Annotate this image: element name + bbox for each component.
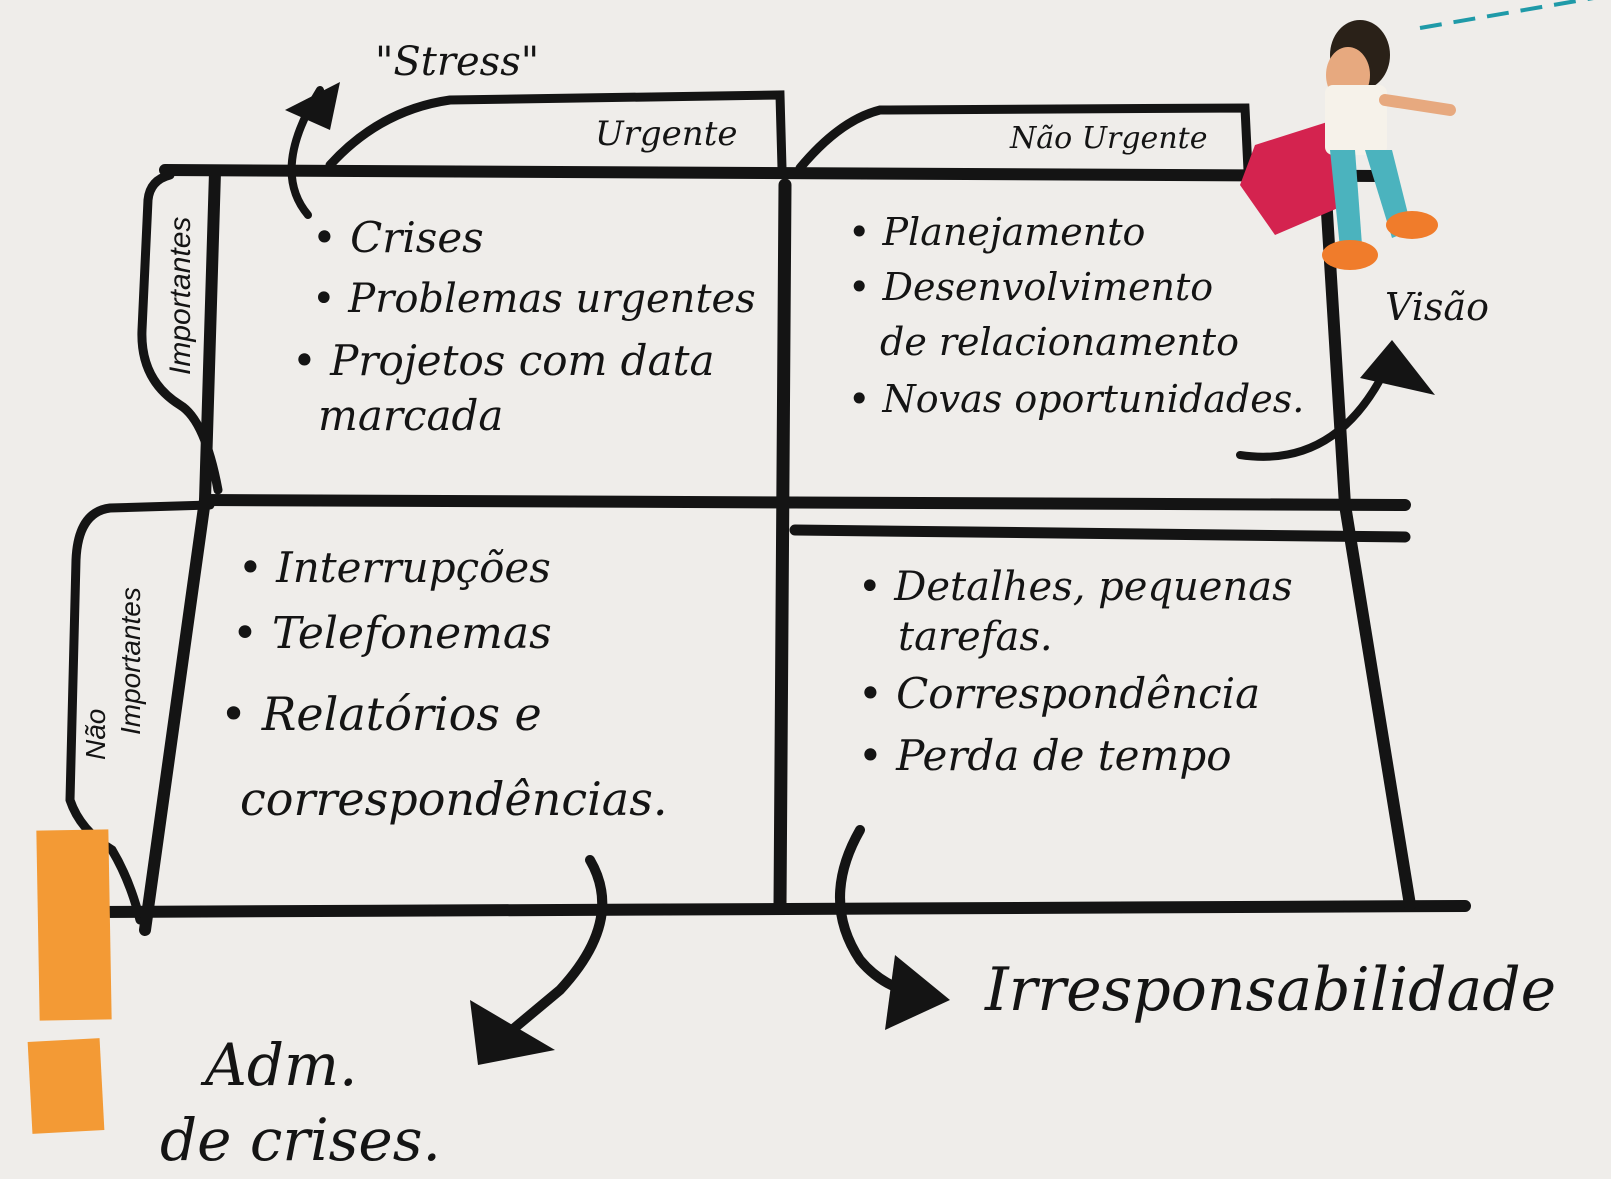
urgent-tab-outline [325, 90, 787, 173]
irresponsabilidade-label: Irresponsabilidade [984, 955, 1556, 1025]
q2-line-2: • Desenvolvimento [848, 265, 1213, 309]
not-urgent-label: Não Urgente [1009, 121, 1207, 156]
adm-label-line-2: de crises. [160, 1106, 441, 1174]
q1-line-2: • Problemas urgentes [312, 276, 756, 322]
stress-arrowhead-icon [285, 82, 340, 130]
sticky-note-top [36, 829, 112, 1021]
urgent-label: Urgente [595, 114, 737, 154]
grid-top-line [159, 164, 1386, 182]
quadrant-urgent-not-important: • Interrupções • Telefonemas • Relatório… [220, 543, 667, 826]
q3-line-4: correspondências. [240, 772, 667, 826]
q4-line-2: tarefas. [898, 614, 1053, 660]
grid-center-line [773, 178, 792, 912]
grid-middle-line [199, 494, 1411, 511]
q1-line-3: • Projetos com data [292, 336, 715, 385]
important-row-label: Importantes [164, 217, 197, 375]
quadrant-not-urgent-important: • Planejamento • Desenvolvimento de rela… [848, 210, 1304, 421]
q2-line-3: de relacionamento [880, 320, 1239, 364]
q3-line-3: • Relatórios e [220, 687, 542, 741]
adm-arrow [495, 855, 608, 1045]
grid-right-line [1319, 174, 1416, 911]
vision-arrow [1236, 356, 1394, 461]
visao-label: Visão [1385, 285, 1489, 329]
adm-arrowhead-icon [470, 1000, 555, 1065]
q2-line-4: • Novas oportunidades. [848, 377, 1304, 421]
q4-line-3: • Correspondência [858, 669, 1260, 718]
not-important-tab-outline [65, 500, 215, 925]
q4-line-1: • Detalhes, pequenas [858, 564, 1293, 610]
q3-line-1: • Interrupções [238, 543, 551, 592]
grid-left-line [139, 166, 221, 936]
sticky-note-bottom [27, 1038, 105, 1134]
quadrant-not-urgent-not-important: • Detalhes, pequenas tarefas. • Correspo… [858, 564, 1293, 780]
grid-middle-line-2 [789, 524, 1411, 543]
not-important-row-label-1: Não [80, 709, 111, 760]
vision-arrowhead-icon [1360, 340, 1435, 395]
quadrant-urgent-important: • Crises • Problemas urgentes • Projetos… [292, 213, 756, 440]
not-urgent-tab-outline [795, 103, 1253, 175]
q3-line-2: • Telefonemas [232, 608, 552, 659]
q2-line-1: • Planejamento [848, 210, 1145, 254]
stress-label: "Stress" [375, 39, 539, 85]
q1-line-1: • Crises [312, 213, 484, 262]
not-important-row-label-2: Importantes [115, 587, 146, 735]
clay-figure-icon [1240, 20, 1456, 270]
q1-line-4: marcada [318, 391, 503, 440]
adm-label-line-1: Adm. [200, 1031, 357, 1099]
q4-line-4: • Perda de tempo [858, 731, 1232, 780]
irresponsabilidade-arrowhead-icon [885, 955, 950, 1030]
